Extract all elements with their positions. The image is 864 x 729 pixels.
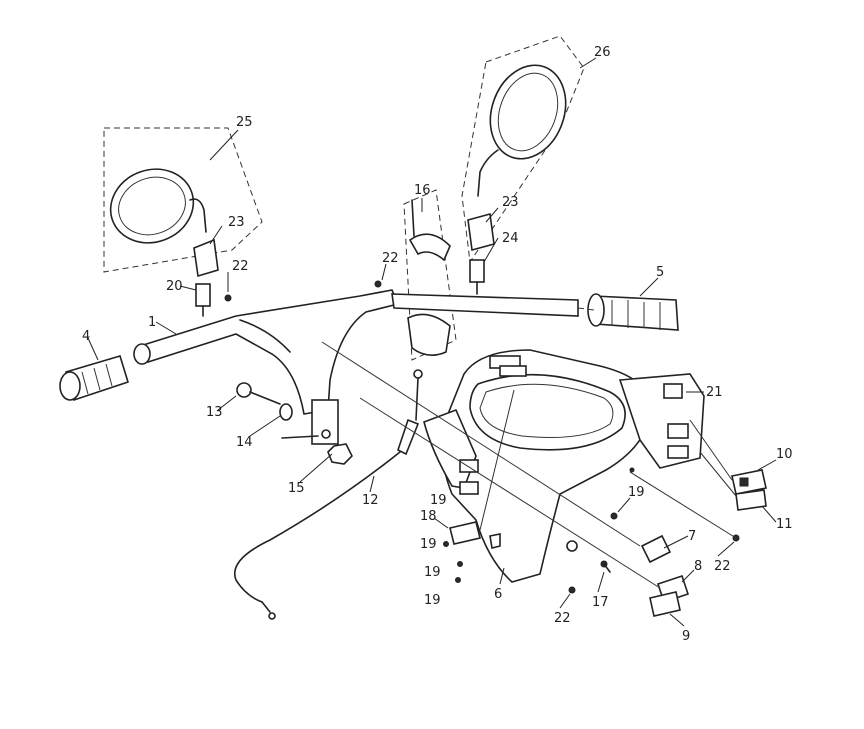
label-26: 26 bbox=[594, 45, 611, 60]
label-17: 17 bbox=[592, 595, 609, 610]
label-10: 10 bbox=[776, 447, 793, 462]
label-19e: 19 bbox=[430, 493, 447, 508]
label-15: 15 bbox=[288, 481, 305, 496]
label-14: 14 bbox=[236, 435, 253, 450]
throttle-cable bbox=[233, 369, 423, 620]
label-19a: 19 bbox=[628, 485, 645, 500]
screws bbox=[224, 280, 740, 594]
label-6: 6 bbox=[494, 587, 502, 602]
label-19b: 19 bbox=[420, 537, 437, 552]
right-grip bbox=[587, 293, 679, 331]
label-18: 18 bbox=[420, 509, 437, 524]
label-25: 25 bbox=[236, 115, 253, 130]
label-22b: 22 bbox=[382, 251, 399, 266]
label-22d: 22 bbox=[714, 559, 731, 574]
label-7: 7 bbox=[688, 529, 696, 544]
mirror-assembly-right bbox=[461, 35, 585, 295]
label-21: 21 bbox=[706, 385, 723, 400]
label-12: 12 bbox=[362, 493, 379, 508]
assembly-guide-lines bbox=[321, 341, 737, 589]
label-leaders bbox=[87, 57, 777, 627]
label-23a: 23 bbox=[228, 215, 245, 230]
label-19c: 19 bbox=[424, 565, 441, 580]
label-22c: 22 bbox=[554, 611, 571, 626]
mirror-assembly-left bbox=[103, 127, 263, 317]
label-19d: 19 bbox=[424, 593, 441, 608]
label-9: 9 bbox=[682, 629, 690, 644]
label-22a: 22 bbox=[232, 259, 249, 274]
label-23b: 23 bbox=[502, 195, 519, 210]
label-20: 20 bbox=[166, 279, 183, 294]
throttle-tube bbox=[391, 293, 595, 317]
handlebar-tube bbox=[133, 289, 400, 445]
switch-components bbox=[449, 469, 767, 617]
label-5: 5 bbox=[656, 265, 664, 280]
label-4: 4 bbox=[82, 329, 90, 344]
label-13: 13 bbox=[206, 405, 223, 420]
left-grip bbox=[59, 355, 129, 402]
label-1: 1 bbox=[148, 315, 156, 330]
mount-bolt-set bbox=[236, 382, 353, 465]
label-11: 11 bbox=[776, 517, 793, 532]
clamp-bracket-group bbox=[403, 189, 457, 361]
label-16: 16 bbox=[414, 183, 431, 198]
label-8: 8 bbox=[694, 559, 702, 574]
part-labels: 1 4 5 6 7 8 9 10 11 12 13 14 15 16 17 18… bbox=[82, 45, 793, 644]
label-24: 24 bbox=[502, 231, 519, 246]
handlebar-front-cover bbox=[423, 349, 705, 583]
